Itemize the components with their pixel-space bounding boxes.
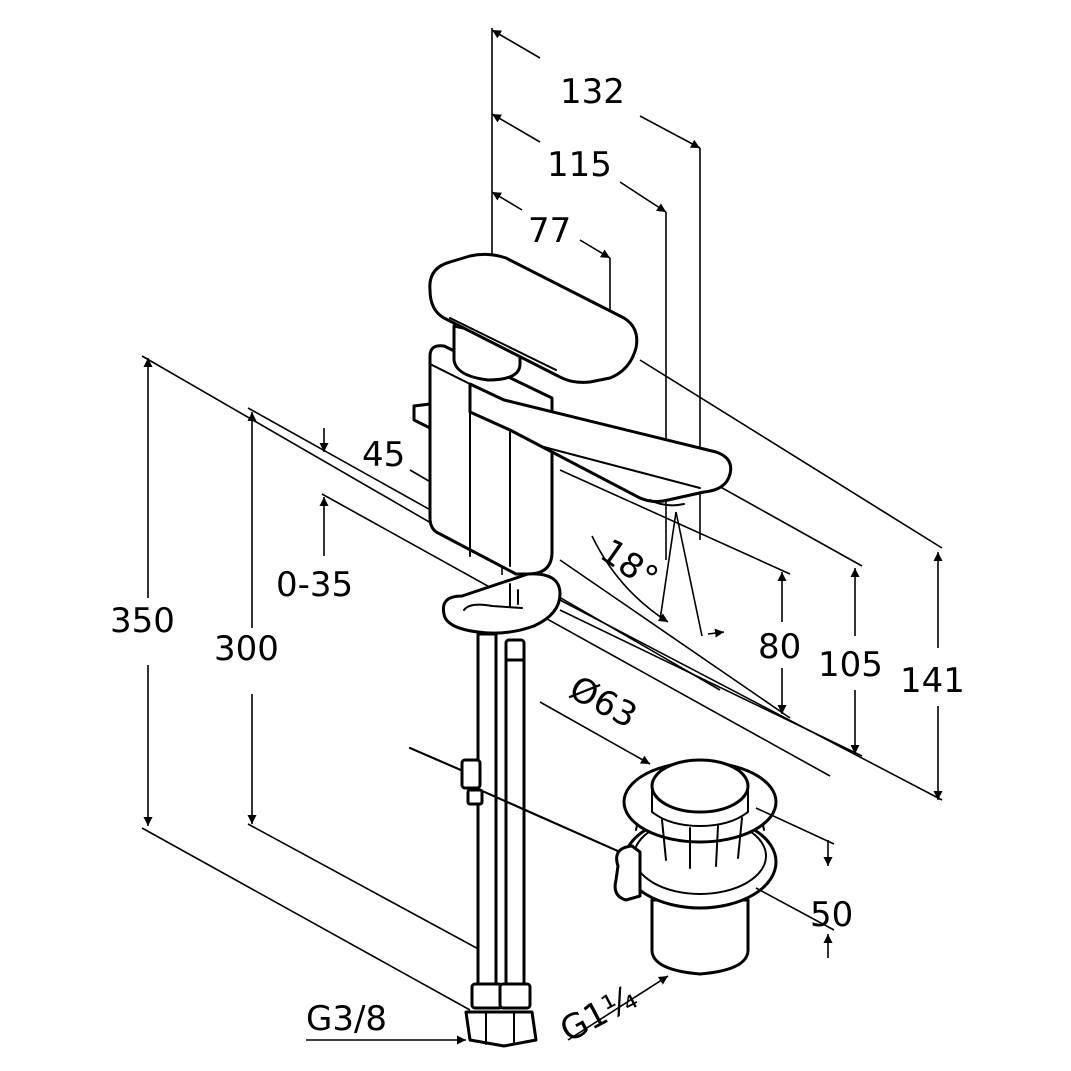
dim-label-angle: 18° — [593, 531, 665, 598]
dim-label-0-35: 0-35 — [276, 565, 353, 605]
dim-label-50: 50 — [810, 895, 853, 935]
mounting-plate — [441, 572, 562, 664]
supply-hoses — [464, 632, 538, 1048]
dim-141: 141 — [559, 359, 965, 801]
dim-angle: 18° — [591, 511, 725, 638]
dim-label-115: 115 — [547, 145, 612, 185]
dim-label-thread-waste: G1¼ — [554, 978, 644, 1051]
popup-rod — [409, 747, 621, 853]
dim-115: 115 — [491, 113, 667, 560]
faucet-body — [412, 252, 733, 576]
dim-label-diameter: Ø63 — [563, 668, 644, 736]
dim-label-80: 80 — [758, 627, 801, 667]
dim-label-105: 105 — [818, 645, 883, 685]
dim-thread-waste: G1¼ — [554, 975, 669, 1051]
dim-label-141: 141 — [900, 661, 965, 701]
dim-label-77: 77 — [528, 211, 571, 251]
waste-valve — [613, 758, 778, 976]
dim-diameter: Ø63 — [539, 668, 651, 765]
dim-label-132: 132 — [560, 72, 625, 112]
dim-label-45: 45 — [362, 435, 405, 475]
dim-thread-supply: G3/8 — [306, 999, 466, 1045]
dim-105: 105 — [559, 469, 883, 757]
dim-label-300: 300 — [214, 629, 279, 669]
dim-label-thread-supply: G3/8 — [306, 999, 387, 1039]
dim-label-350: 350 — [110, 601, 175, 641]
dim-0-35: 0-35 — [276, 428, 831, 777]
dim-50: 50 — [755, 807, 853, 958]
